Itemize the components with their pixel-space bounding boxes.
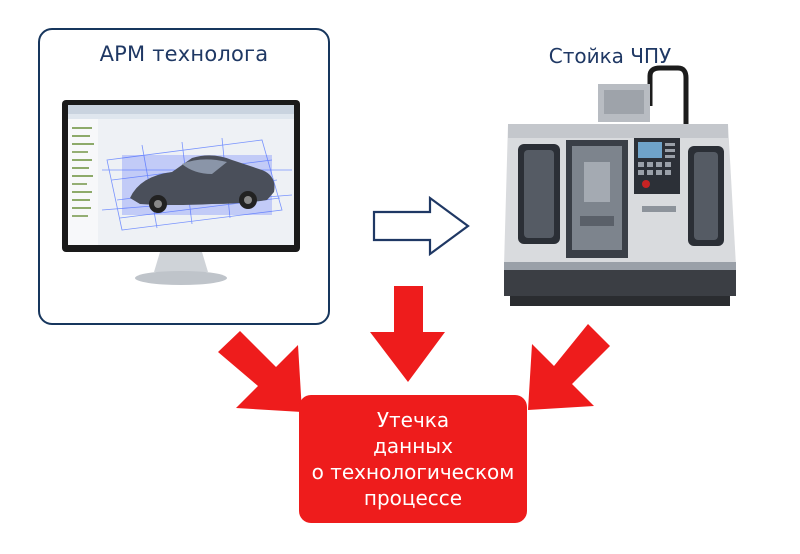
- monitor-cad-icon: [62, 100, 300, 285]
- leak-line-1: Утечка: [376, 408, 450, 432]
- leak-arrow-from-workstation: [218, 331, 302, 412]
- leak-arrow-from-cnc: [528, 324, 610, 410]
- leak-line-4: процессе: [363, 486, 463, 510]
- workstation-title: АРМ технолога: [99, 42, 269, 66]
- leak-arrow-from-center: [370, 286, 445, 382]
- cnc-title: Стойка ЧПУ: [548, 44, 672, 68]
- flow-arrow-icon: [372, 195, 470, 257]
- leak-line-3: о технологическом: [311, 460, 515, 484]
- leak-line-2: данных: [373, 434, 453, 458]
- cnc-machine-icon: [504, 65, 736, 306]
- data-leak-box: Утечка данных о технологическом процессе: [299, 395, 527, 523]
